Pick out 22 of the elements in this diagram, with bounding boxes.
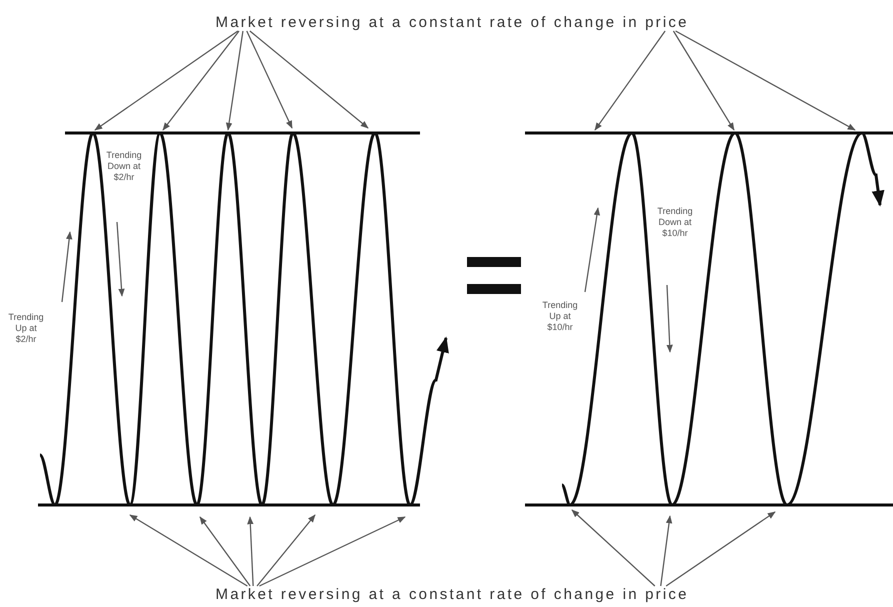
leader-line (660, 515, 672, 586)
leader-line (672, 30, 735, 131)
trend-label: Trending Up at $2/hr (7, 312, 45, 345)
leader-line (129, 514, 248, 587)
trend-label: Trending Down at $10/hr (656, 206, 694, 239)
trend-label: Trending Down at $2/hr (105, 150, 143, 183)
leader-line (94, 30, 238, 130)
trend-label: Trending Up at $10/hr (541, 300, 579, 333)
leader-line (162, 30, 240, 131)
leader-line (250, 30, 369, 128)
caption-text: Market reversing at a constant rate of change in price (216, 14, 689, 31)
caption-text: Market reversing at a constant rate of change in price (216, 586, 689, 603)
leader-line (246, 30, 293, 129)
leader-line (259, 516, 406, 587)
leader-line (200, 516, 251, 586)
leader-line (666, 512, 776, 586)
leader-line (226, 30, 244, 131)
leader-line (594, 30, 666, 131)
leader-line (256, 514, 316, 586)
leader-line (675, 30, 856, 131)
leader-line (247, 516, 254, 586)
leader-line (571, 509, 656, 586)
